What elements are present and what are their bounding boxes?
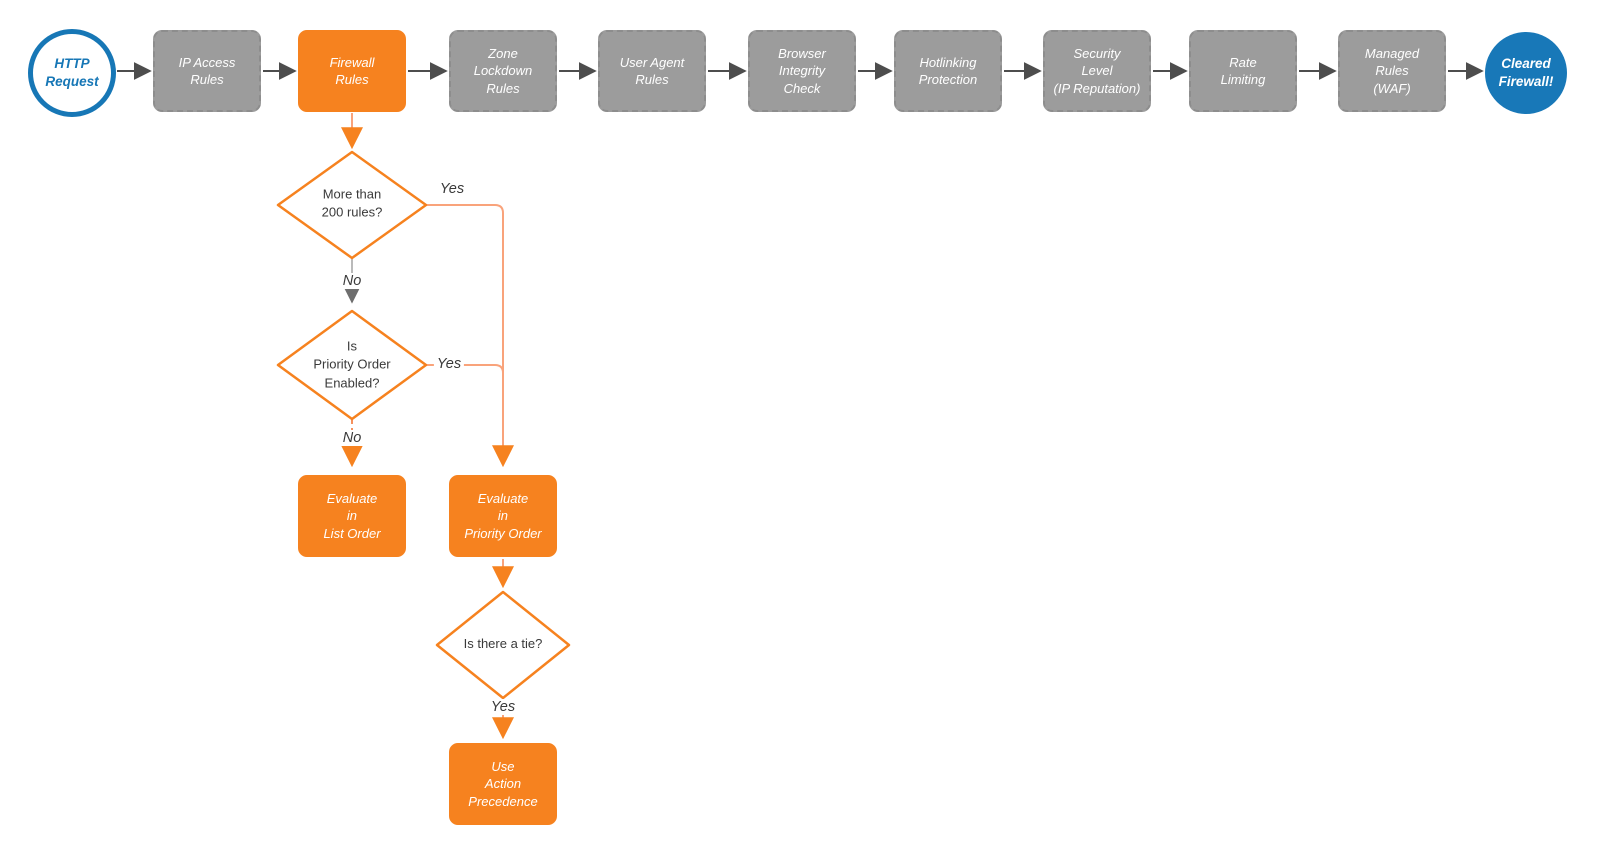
stage-label: Browser Integrity Check: [778, 46, 826, 96]
stage-ip-access-rules: IP Access Rules: [153, 30, 261, 112]
edge-label-decision1-no: No: [339, 273, 365, 289]
stage-label: Zone Lockdown Rules: [473, 46, 533, 96]
edge-label-decision1-yes: Yes: [436, 181, 468, 197]
decision-text-is-there-a-tie: Is there a tie?: [463, 635, 543, 651]
stage-security-level: Security Level (IP Reputation): [1043, 30, 1151, 112]
edge-label-decision3-yes: Yes: [487, 699, 519, 715]
stage-label: Firewall Rules: [329, 54, 375, 87]
stage-firewall-rules: Firewall Rules: [298, 30, 406, 112]
edge-label-decision2-no: No: [339, 430, 365, 446]
stage-browser-integrity-check: Browser Integrity Check: [748, 30, 856, 112]
action-label: Use Action Precedence: [468, 759, 538, 809]
start-node-label: HTTP Request: [45, 56, 99, 89]
start-node-http-request: HTTP Request: [28, 29, 116, 117]
stage-managed-rules-waf: Managed Rules (WAF): [1338, 30, 1446, 112]
stage-rate-limiting: Rate Limiting: [1189, 30, 1297, 112]
decision-diamond-priority-order-enabled: [276, 309, 428, 421]
decision-diamond-is-there-a-tie: [435, 590, 571, 700]
stage-hotlinking-protection: Hotlinking Protection: [894, 30, 1002, 112]
stage-label: Rate Limiting: [1220, 54, 1266, 87]
decision-text-more-than-200-rules: More than 200 rules?: [321, 186, 383, 220]
action-use-action-precedence: Use Action Precedence: [449, 743, 557, 825]
action-label: Evaluate in Priority Order: [464, 491, 542, 541]
stage-label: IP Access Rules: [178, 54, 236, 87]
decision-text-priority-order-enabled: Is Priority Order Enabled?: [313, 338, 391, 391]
stage-label: Hotlinking Protection: [918, 54, 978, 87]
stage-label: User Agent Rules: [619, 54, 685, 87]
end-node-cleared-firewall: Cleared Firewall!: [1485, 32, 1567, 114]
end-node-label: Cleared Firewall!: [1498, 56, 1554, 89]
stage-zone-lockdown-rules: Zone Lockdown Rules: [449, 30, 557, 112]
action-label: Evaluate in List Order: [323, 491, 381, 541]
stage-label: Security Level (IP Reputation): [1053, 46, 1141, 96]
action-evaluate-in-priority-order: Evaluate in Priority Order: [449, 475, 557, 557]
connector-decision2-yes-join: [426, 364, 504, 374]
action-evaluate-in-list-order: Evaluate in List Order: [298, 475, 406, 557]
edge-label-decision2-yes: Yes: [433, 356, 465, 372]
decision-diamond-more-than-200-rules: [276, 150, 428, 260]
connector-decision1-yes-to-priority-order: [426, 204, 514, 468]
stage-user-agent-rules: User Agent Rules: [598, 30, 706, 112]
stage-label: Managed Rules (WAF): [1364, 46, 1420, 96]
